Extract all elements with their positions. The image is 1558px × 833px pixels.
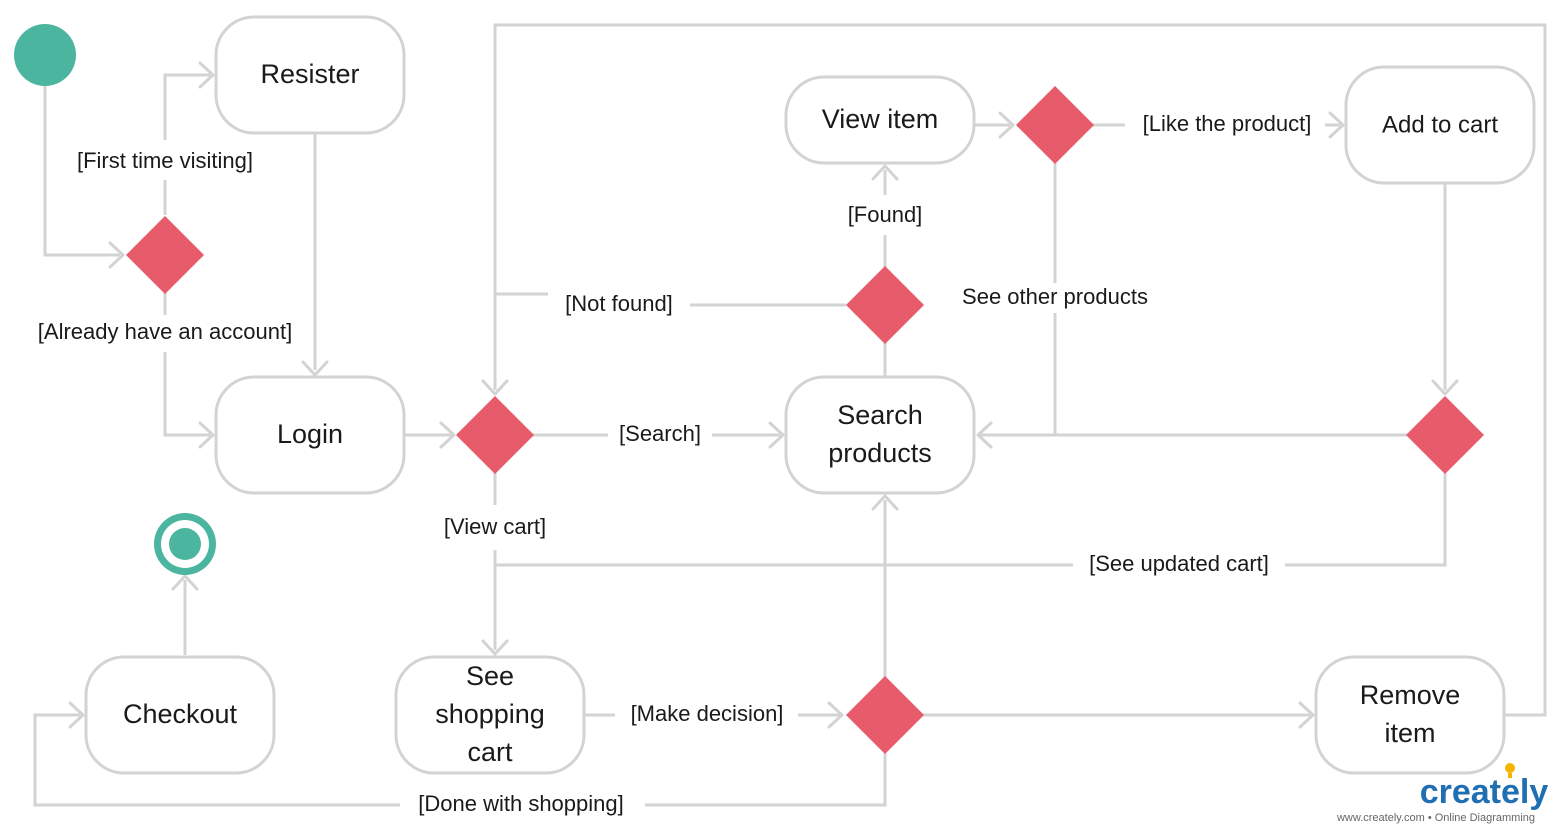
activity-login: Login	[214, 375, 406, 495]
arrowhead-into-main-decision	[439, 421, 456, 449]
activity-search-products-line2: products	[828, 438, 932, 468]
label-found: [Found]	[848, 202, 923, 227]
arrowhead-into-like-decision	[998, 111, 1015, 139]
edge-done-to-checkout	[33, 713, 400, 807]
label-not-found: [Not found]	[565, 291, 673, 316]
label-see-other-products: See other products	[962, 284, 1148, 309]
activity-add-to-cart: Add to cart	[1344, 65, 1536, 185]
edge-remove-item-loop	[493, 23, 1547, 717]
label-like-product: [Like the product]	[1143, 111, 1312, 136]
arrowhead-into-checkout	[68, 701, 85, 729]
decision-like-product	[1016, 86, 1094, 164]
edge-start-to-visit-decision	[43, 85, 120, 257]
arrowhead-into-add-cart	[1328, 111, 1345, 139]
brand-name: creately	[1420, 773, 1549, 811]
arrowhead-into-make-decision	[827, 701, 844, 729]
decision-cart-updated	[1406, 396, 1484, 474]
arrowhead-into-shopping-cart	[481, 639, 509, 656]
activity-view-item: View item	[784, 75, 976, 165]
edge-visit-decision-to-login-lower	[163, 352, 210, 437]
label-done-with-shopping: [Done with shopping]	[418, 791, 623, 816]
activity-search-products-line1: Search	[837, 400, 923, 430]
edge-visit-decision-to-register-upper	[163, 73, 210, 140]
activity-see-shopping-cart: See shopping cart	[394, 655, 586, 775]
activity-login-label: Login	[277, 419, 343, 449]
arrowhead-into-visit-decision	[108, 241, 125, 269]
edge-make-decision-to-done	[645, 753, 887, 807]
arrowhead-into-search-bottom	[871, 494, 899, 511]
arrowheads	[68, 61, 1459, 729]
decision-visit-status	[126, 216, 204, 294]
activity-remove-item-line2: item	[1384, 718, 1435, 748]
decision-found	[846, 266, 924, 344]
edge-cart-decision-to-updated-cart	[1285, 473, 1447, 567]
start-node	[14, 24, 76, 86]
decision-make-decision	[846, 676, 924, 754]
edge-labels: [First time visiting] [Already have an a…	[38, 111, 1312, 816]
label-see-updated-cart: [See updated cart]	[1089, 551, 1269, 576]
brand-tagline: www.creately.com • Online Diagramming	[1336, 812, 1535, 824]
arrowhead-into-remove-item	[1298, 701, 1315, 729]
label-already-have-account: [Already have an account]	[38, 319, 292, 344]
activity-register: Resister	[214, 15, 406, 135]
arrowhead-into-login-top	[301, 360, 329, 377]
label-first-time-visiting: [First time visiting]	[77, 148, 253, 173]
activity-search-products: Search products	[784, 375, 976, 495]
decision-main-action	[456, 396, 534, 474]
arrowhead-into-end	[171, 574, 199, 591]
arrowhead-into-cart-decision	[1431, 379, 1459, 396]
activity-checkout: Checkout	[84, 655, 276, 775]
arrowhead-into-login-left	[198, 421, 215, 449]
activity-remove-item: Remove item	[1314, 655, 1506, 775]
arrowhead-into-search-left	[768, 421, 785, 449]
activity-see-shopping-cart-line3: cart	[467, 737, 513, 767]
lightbulb-icon	[1505, 763, 1515, 778]
arrowhead-into-register	[198, 61, 215, 89]
creately-logo[interactable]: creately www.creately.com • Online Diagr…	[1336, 763, 1548, 824]
edges	[33, 23, 1547, 807]
decisions	[126, 86, 1484, 754]
activity-register-label: Resister	[260, 59, 359, 89]
activity-checkout-label: Checkout	[123, 699, 238, 729]
arrowhead-into-search-right	[976, 421, 993, 449]
end-node	[154, 513, 216, 575]
activity-see-shopping-cart-line1: See	[466, 661, 514, 691]
activity-add-to-cart-label: Add to cart	[1382, 111, 1498, 138]
label-search: [Search]	[619, 421, 701, 446]
activity-view-item-label: View item	[822, 104, 939, 134]
activity-see-shopping-cart-line2: shopping	[435, 699, 545, 729]
arrowhead-into-main-decision-top	[481, 379, 509, 396]
activity-remove-item-line1: Remove	[1360, 680, 1461, 710]
arrowhead-into-view-item	[871, 164, 899, 181]
label-view-cart: [View cart]	[444, 514, 546, 539]
label-make-decision: [Make decision]	[631, 701, 784, 726]
